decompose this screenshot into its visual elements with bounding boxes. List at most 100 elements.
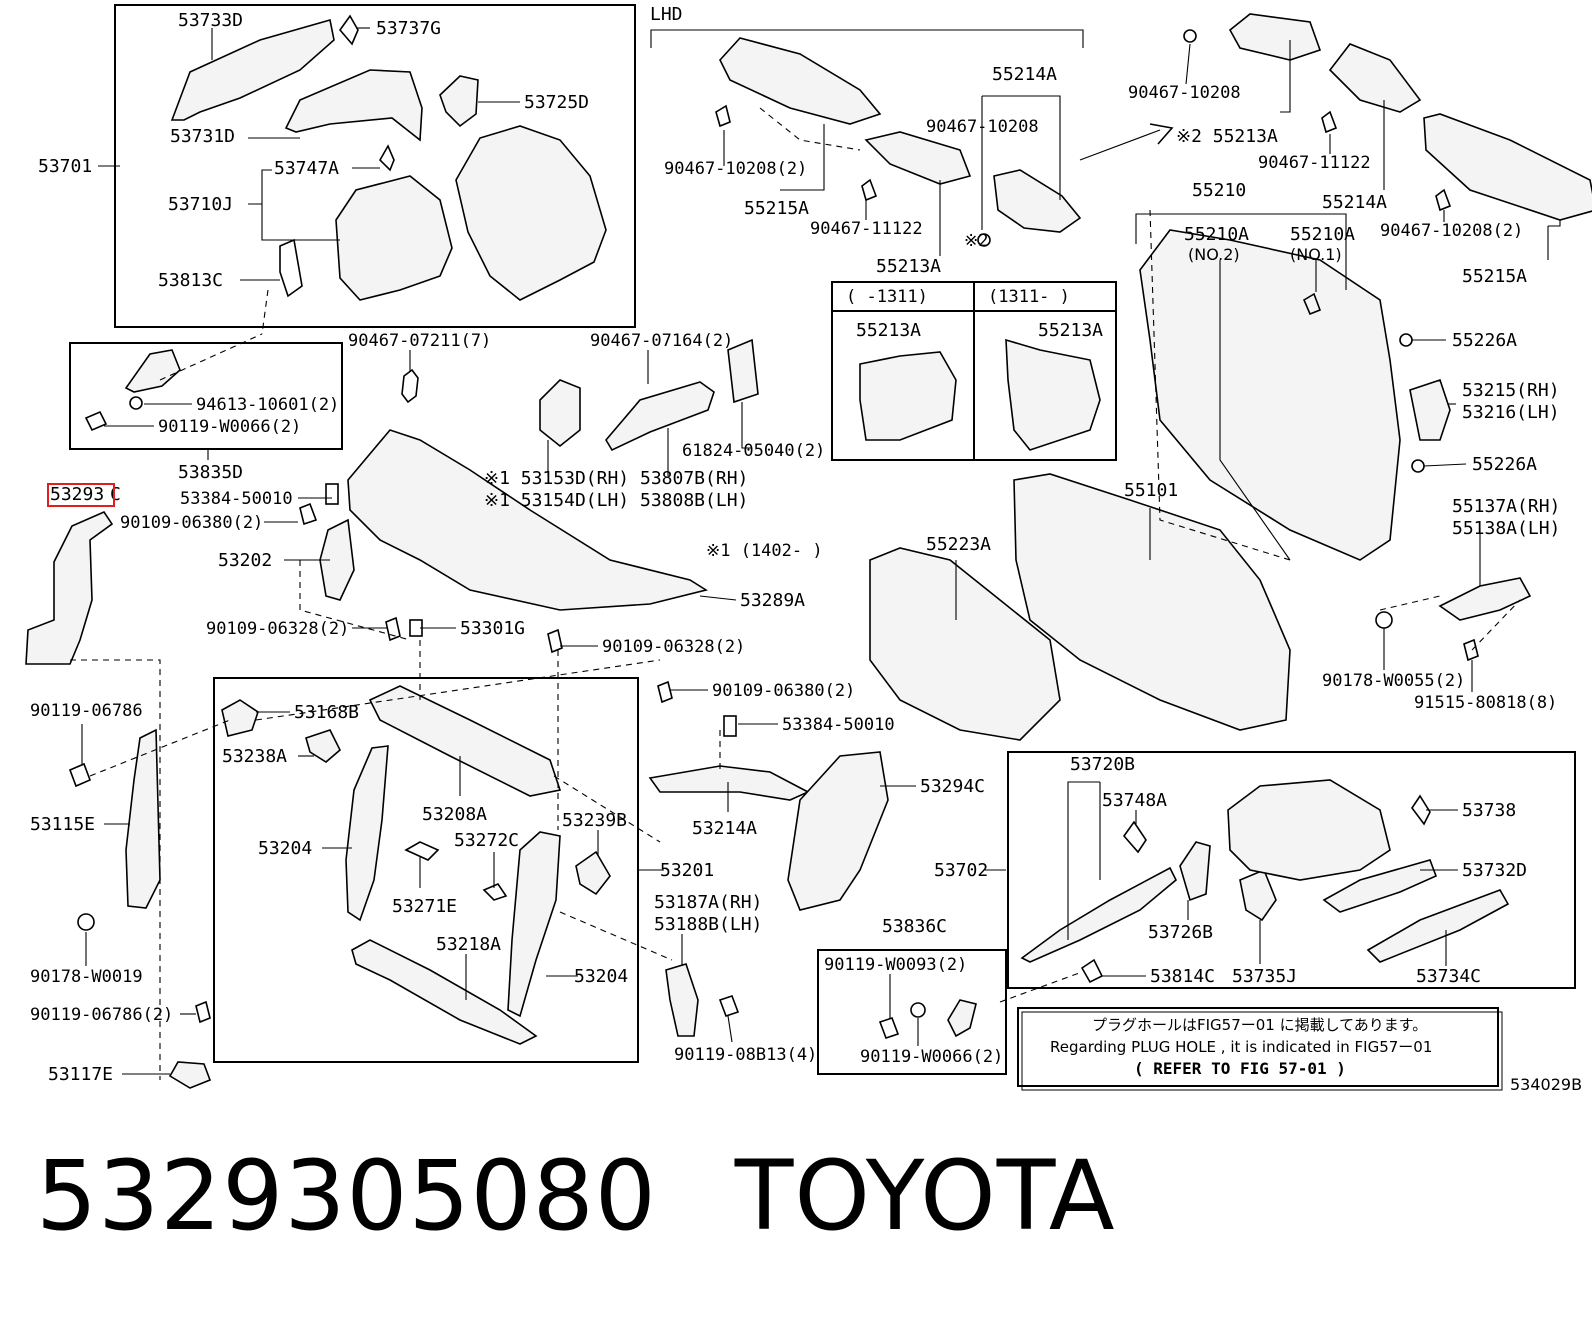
label-53807B: 53807B(RH) — [640, 468, 748, 489]
label-55215A-lhd: 55215A — [744, 198, 809, 219]
part-shape-53725D — [439, 75, 479, 128]
label-53201: 53201 — [660, 860, 714, 881]
leader-55215A-lhd — [780, 124, 825, 191]
label-53216: 53216(LH) — [1462, 402, 1560, 423]
part-shape-53293C — [25, 510, 114, 665]
label-53836C: 53836C — [882, 916, 947, 937]
bolt-90119-06786-a — [68, 762, 92, 788]
leader-55214A-lhd — [981, 95, 1061, 230]
note-english: Regarding PLUG HOLE , it is indicated in… — [1050, 1038, 1432, 1056]
label-53215: 53215(RH) — [1462, 380, 1560, 401]
part-shape-53814C — [1080, 958, 1104, 984]
clip-90467-07211 — [401, 368, 419, 404]
dash-line-14 — [553, 775, 661, 843]
label-90119-W0066-a: 90119-W0066(2) — [158, 417, 301, 437]
dash-line-12 — [999, 971, 1083, 1003]
part-shape-53239B — [575, 850, 611, 896]
label-53384-b: 53384-50010 — [782, 715, 895, 735]
label-53814C: 53814C — [1150, 966, 1215, 987]
mark2-tag: ※2 — [964, 231, 988, 251]
arrow-line — [1079, 129, 1161, 161]
part-shape-55215A-rhd — [1423, 113, 1592, 221]
bolt-90109-06328-a — [385, 616, 401, 642]
dash-line-10 — [1379, 595, 1441, 611]
clip-55226A-b — [1411, 459, 1425, 473]
label-53835D: 53835D — [178, 462, 243, 483]
part-shape-55214A-lhd — [993, 169, 1082, 233]
part-shape-55213A-early — [859, 351, 957, 441]
label-55214A-rhd: 55214A — [1322, 192, 1387, 213]
group-box-53835D — [69, 342, 343, 450]
label-53808B: 53808B(LH) — [640, 490, 748, 511]
label-53301G: 53301G — [460, 618, 525, 639]
nut-90178-W0055 — [1375, 611, 1393, 629]
label-90467-10208-b: 90467-10208 — [926, 117, 1039, 137]
leader-53720B — [1067, 781, 1101, 940]
part-shape-53208A — [368, 685, 562, 797]
label-55226A-a: 55226A — [1452, 330, 1517, 351]
note-japanese: プラグホールはFIG57ー01 に掲載してあります。 — [1092, 1016, 1427, 1034]
lhd-bracket — [650, 29, 1084, 48]
group-box-53836C — [817, 949, 1007, 1075]
label-90109-06380-a: 90109-06380(2) — [120, 513, 263, 533]
dash-line-3 — [70, 659, 161, 1080]
part-number: 5329305080 — [36, 1140, 657, 1252]
bolt-91515 — [1463, 638, 1479, 662]
part-shape-61824 — [727, 338, 759, 404]
label-53813C: 53813C — [158, 270, 223, 291]
label-53384-a: 53384-50010 — [180, 489, 293, 509]
label-55210A-no2: 55210A — [1184, 224, 1249, 245]
label-90119-06786-b: 90119-06786(2) — [30, 1005, 173, 1025]
label-90119-06786-a: 90119-06786 — [30, 701, 143, 721]
clip-90467-10208-a — [715, 104, 731, 128]
label-55223A: 55223A — [926, 534, 991, 555]
bolt-90109-06380-a — [299, 502, 318, 526]
label-53272C: 53272C — [454, 830, 519, 851]
dash-line-9 — [759, 107, 861, 151]
leader-55226A-b — [1423, 463, 1467, 467]
part-shape-53187A — [665, 963, 699, 1037]
label-90467-07211: 90467-07211(7) — [348, 331, 491, 351]
washer-90119-W0066 — [910, 1002, 926, 1018]
dash-line-11 — [1471, 599, 1521, 651]
label-55210: 55210 — [1192, 180, 1246, 201]
part-shape-apron-lower — [1227, 779, 1391, 881]
dash-line-2 — [159, 333, 263, 381]
exploded-parts-diagram: LHD ※1 (1402- ) ※2 ( -1311) (1311- ) 537… — [25, 4, 1592, 1094]
label-55210A-no1-note: (NO.1) — [1290, 245, 1342, 264]
label-53115E: 53115E — [30, 814, 95, 835]
clip-55210A-no1 — [1302, 292, 1322, 316]
dash-line-16 — [299, 560, 411, 641]
part-shape-53748A — [1122, 820, 1147, 854]
label-90119-08B13: 90119-08B13(4) — [674, 1045, 817, 1065]
part-shape-55101 — [1013, 473, 1291, 731]
label-90109-06328-a: 90109-06328(2) — [206, 619, 349, 639]
label-53153D: ※1 53153D(RH) — [484, 468, 629, 489]
part-shape-53238A — [305, 729, 341, 763]
clip-90467-10208-c — [1183, 29, 1197, 43]
bolt-90119-06786-b — [195, 1000, 211, 1024]
leader-53289A — [699, 595, 737, 601]
leader-53710J — [248, 169, 340, 241]
label-53748A: 53748A — [1102, 790, 1167, 811]
part-shape-53271E — [404, 841, 440, 861]
dash-line-13 — [1149, 209, 1291, 561]
part-shape-53807B — [605, 381, 715, 452]
label-53726B: 53726B — [1148, 922, 1213, 943]
leader-61824 — [741, 402, 752, 449]
part-shape-53733D — [170, 18, 335, 121]
label-53294C: 53294C — [920, 776, 985, 797]
label-91515: 91515-80818(8) — [1414, 693, 1557, 713]
dash-line-5 — [255, 659, 661, 721]
part-shape-55210 — [1139, 229, 1401, 561]
label-53747A: 53747A — [274, 158, 339, 179]
part-shape-55213A-late — [1005, 338, 1101, 451]
part-shape-53731D — [284, 69, 423, 142]
note-box-shadow — [1021, 1011, 1503, 1091]
label-90119-W0066-b: 90119-W0066(2) — [860, 1047, 1003, 1067]
label-53117E: 53117E — [48, 1064, 113, 1085]
label-53293C-number: 53293 — [50, 484, 104, 505]
label-53218A: 53218A — [436, 934, 501, 955]
label-94613: 94613-10601(2) — [196, 395, 339, 415]
part-shape-53738 — [1411, 794, 1431, 826]
